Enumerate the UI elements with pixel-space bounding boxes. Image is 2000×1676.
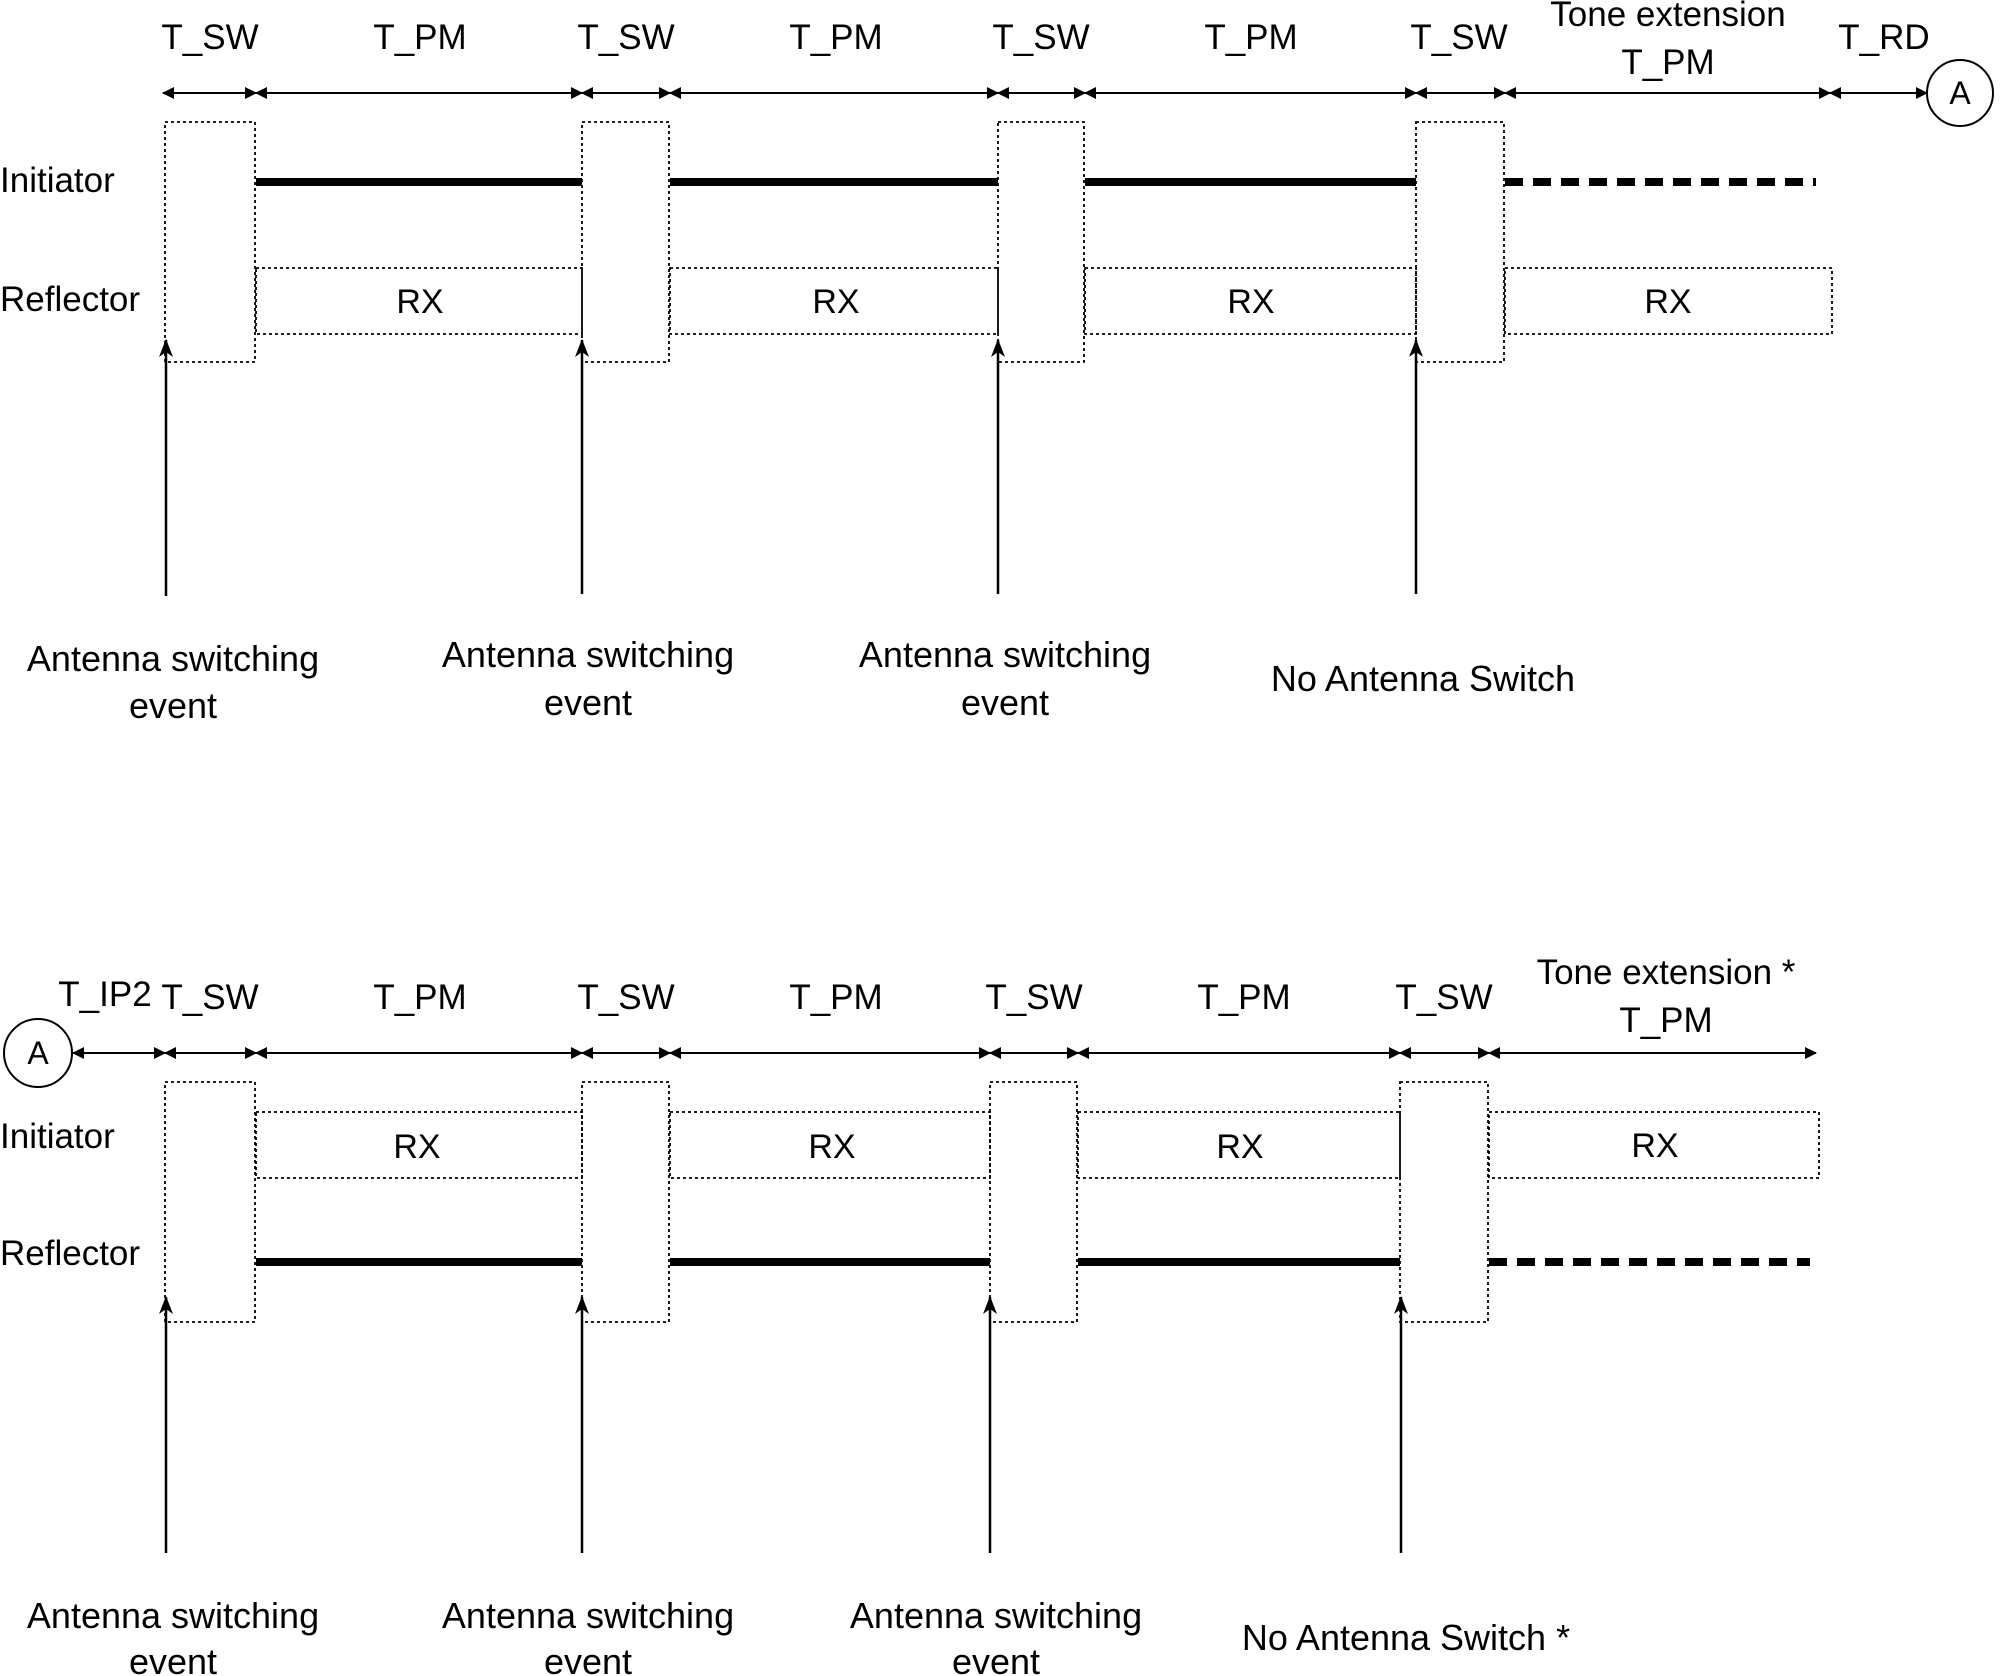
top-switch-windows [164,121,1505,363]
event-label: event [544,1641,632,1676]
event-label: event [544,682,632,723]
rx-box [255,267,583,335]
event-label: Antenna switching [850,1595,1142,1636]
rx-label: RX [812,283,859,321]
top-event-arrows [159,339,1423,596]
switch-window [164,1081,256,1323]
event-label: Antenna switching [27,1595,319,1636]
rx-box [669,267,999,335]
switch-window [164,121,256,363]
bottom-duration-label: T_SW [1395,978,1492,1017]
top-duration-label: T_SW [992,18,1089,57]
rx-box [669,1111,991,1179]
bottom-connector: A [3,1018,73,1088]
top-duration-label: T_PM [373,18,466,57]
top-duration-labels: T_SW T_PM T_SW T_PM T_SW T_PM T_SW Tone … [161,0,1929,82]
rx-box [255,1111,583,1179]
rx-box [1077,1111,1401,1179]
bottom-duration-label: T_SW [577,978,674,1017]
rx-label: RX [1216,1128,1263,1166]
event-label: No Antenna Switch * [1242,1617,1570,1658]
event-label: event [129,685,217,726]
event-label: event [952,1641,1040,1676]
rx-label: RX [393,1128,440,1166]
event-label: event [129,1641,217,1676]
switch-window [1399,1081,1489,1323]
bottom-tone-extension-label: Tone extension * [1537,953,1796,992]
rx-label: RX [1227,283,1274,321]
rx-label: RX [396,283,443,321]
bottom-initiator-label: Initiator [0,1117,115,1156]
top-tone-extension-duration: T_PM [1621,43,1714,82]
connector-label: A [1949,75,1971,111]
event-label: Antenna switching [27,638,319,679]
top-duration-label: T_PM [789,18,882,57]
bottom-first-duration-label: T_IP2 [58,975,151,1014]
top-duration-label: T_PM [1204,18,1297,57]
bottom-switch-windows [164,1081,1489,1323]
bottom-reflector-label: Reflector [0,1234,140,1273]
bottom-event-labels: Antenna switching event Antenna switchin… [27,1595,1570,1676]
event-label: event [961,682,1049,723]
bottom-duration-labels: T_IP2 T_SW T_PM T_SW T_PM T_SW T_PM T_SW… [58,953,1795,1040]
bottom-panel: T_IP2 T_SW T_PM T_SW T_PM T_SW T_PM T_SW… [0,953,1820,1676]
connector-circle [1926,59,1994,127]
event-label: No Antenna Switch [1271,658,1575,699]
top-panel: T_SW T_PM T_SW T_PM T_SW T_PM T_SW Tone … [0,0,1994,726]
rx-label: RX [1631,1127,1678,1165]
switch-window [989,1081,1078,1323]
bottom-duration-label: T_PM [373,978,466,1017]
bottom-initiator-rx: RX RX RX RX [255,1111,1820,1179]
rx-label: RX [808,1128,855,1166]
rx-box [1488,1111,1820,1179]
rx-box [1504,267,1833,335]
top-final-duration-label: T_RD [1838,18,1929,57]
bottom-tone-extension-duration: T_PM [1619,1001,1712,1040]
bottom-duration-label: T_SW [985,978,1082,1017]
top-duration-label: T_SW [577,18,674,57]
top-event-labels: Antenna switching event Antenna switchin… [27,634,1575,726]
event-label: Antenna switching [442,1595,734,1636]
switch-window [581,1081,670,1323]
top-reflector-rx: RX RX RX RX [255,267,1833,335]
bottom-duration-label: T_PM [789,978,882,1017]
bottom-duration-label: T_PM [1197,978,1290,1017]
bottom-duration-label: T_SW [161,978,258,1017]
top-reflector-label: Reflector [0,280,140,319]
top-duration-label: T_SW [161,18,258,57]
connector-label: A [27,1035,49,1071]
top-tone-extension-label: Tone extension [1550,0,1785,34]
top-initiator-label: Initiator [0,161,115,200]
event-label: Antenna switching [859,634,1151,675]
rx-label: RX [1644,283,1691,321]
switch-window [1415,121,1505,363]
bottom-event-arrows [159,1296,1408,1553]
top-connector: A [1926,59,1994,127]
event-label: Antenna switching [442,634,734,675]
switch-window [997,121,1085,363]
top-duration-label: T_SW [1410,18,1507,57]
switch-window [581,121,670,363]
